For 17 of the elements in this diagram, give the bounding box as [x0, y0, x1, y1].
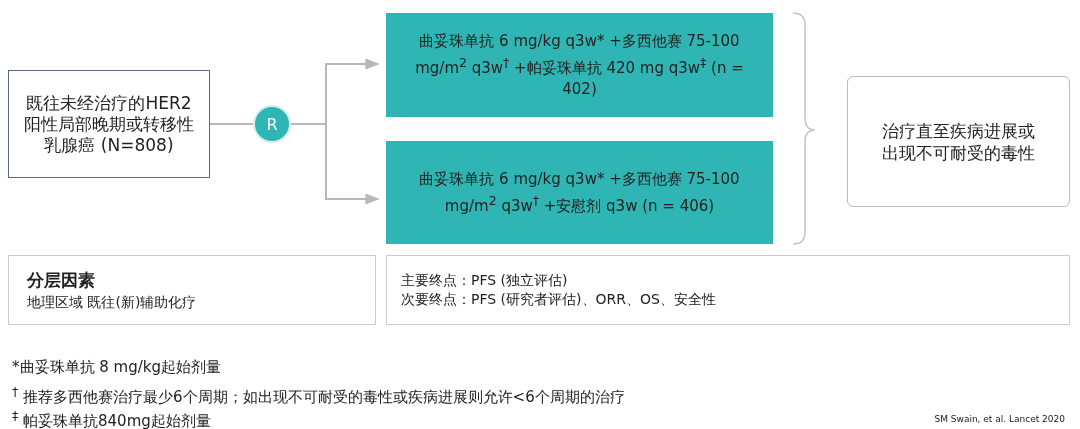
- treatment-arm-box: 曲妥珠单抗 6 mg/kg q3w* +多西他赛 75-100 mg/m$^{2}$ q3w$^{†}$ +安慰剂 q3w (n = 406): [386, 141, 773, 244]
- footnote: *曲妥珠单抗 8 mg/kg起始剂量: [12, 358, 221, 377]
- arrow: [290, 123, 380, 205]
- endpoints-box: [386, 255, 1070, 325]
- footnote: $^{‡}$ 帕妥珠单抗840mg起始剂量: [12, 407, 211, 429]
- box-text: 地理区域 既往(新)辅助化疗: [27, 293, 198, 312]
- footnote: $^{†}$ 推荐多西他赛治疗最少6个周期；如出现不可耐受的毒性或疾病进展则允许<6个周期的治疗: [12, 383, 625, 407]
- endpoint-text: 主要终点：PFS (独立评估): [401, 271, 569, 290]
- connector-line: [209, 123, 254, 125]
- citation: SM Swain, et al. Lancet 2020: [934, 413, 1065, 426]
- stratification-box: [8, 255, 376, 325]
- randomization-circle: R: [253, 105, 291, 143]
- patient-box: 既往未经治疗的HER2阳性局部晚期或转移性乳腺癌 (N=808): [8, 70, 210, 178]
- box-heading: 分层因素: [27, 269, 96, 292]
- outcome-box: 治疗直至疾病进展或出现不可耐受的毒性: [847, 76, 1070, 207]
- treatment-arm-box: 曲妥珠单抗 6 mg/kg q3w* +多西他赛 75-100 mg/m$^{2}$ q3w$^{†}$ +帕妥珠单抗 420 mg q3w$^{‡}$ (n = 402): [386, 13, 773, 117]
- endpoint-text: 次要终点：PFS (研究者评估)、ORR、OS、安全性: [401, 290, 717, 309]
